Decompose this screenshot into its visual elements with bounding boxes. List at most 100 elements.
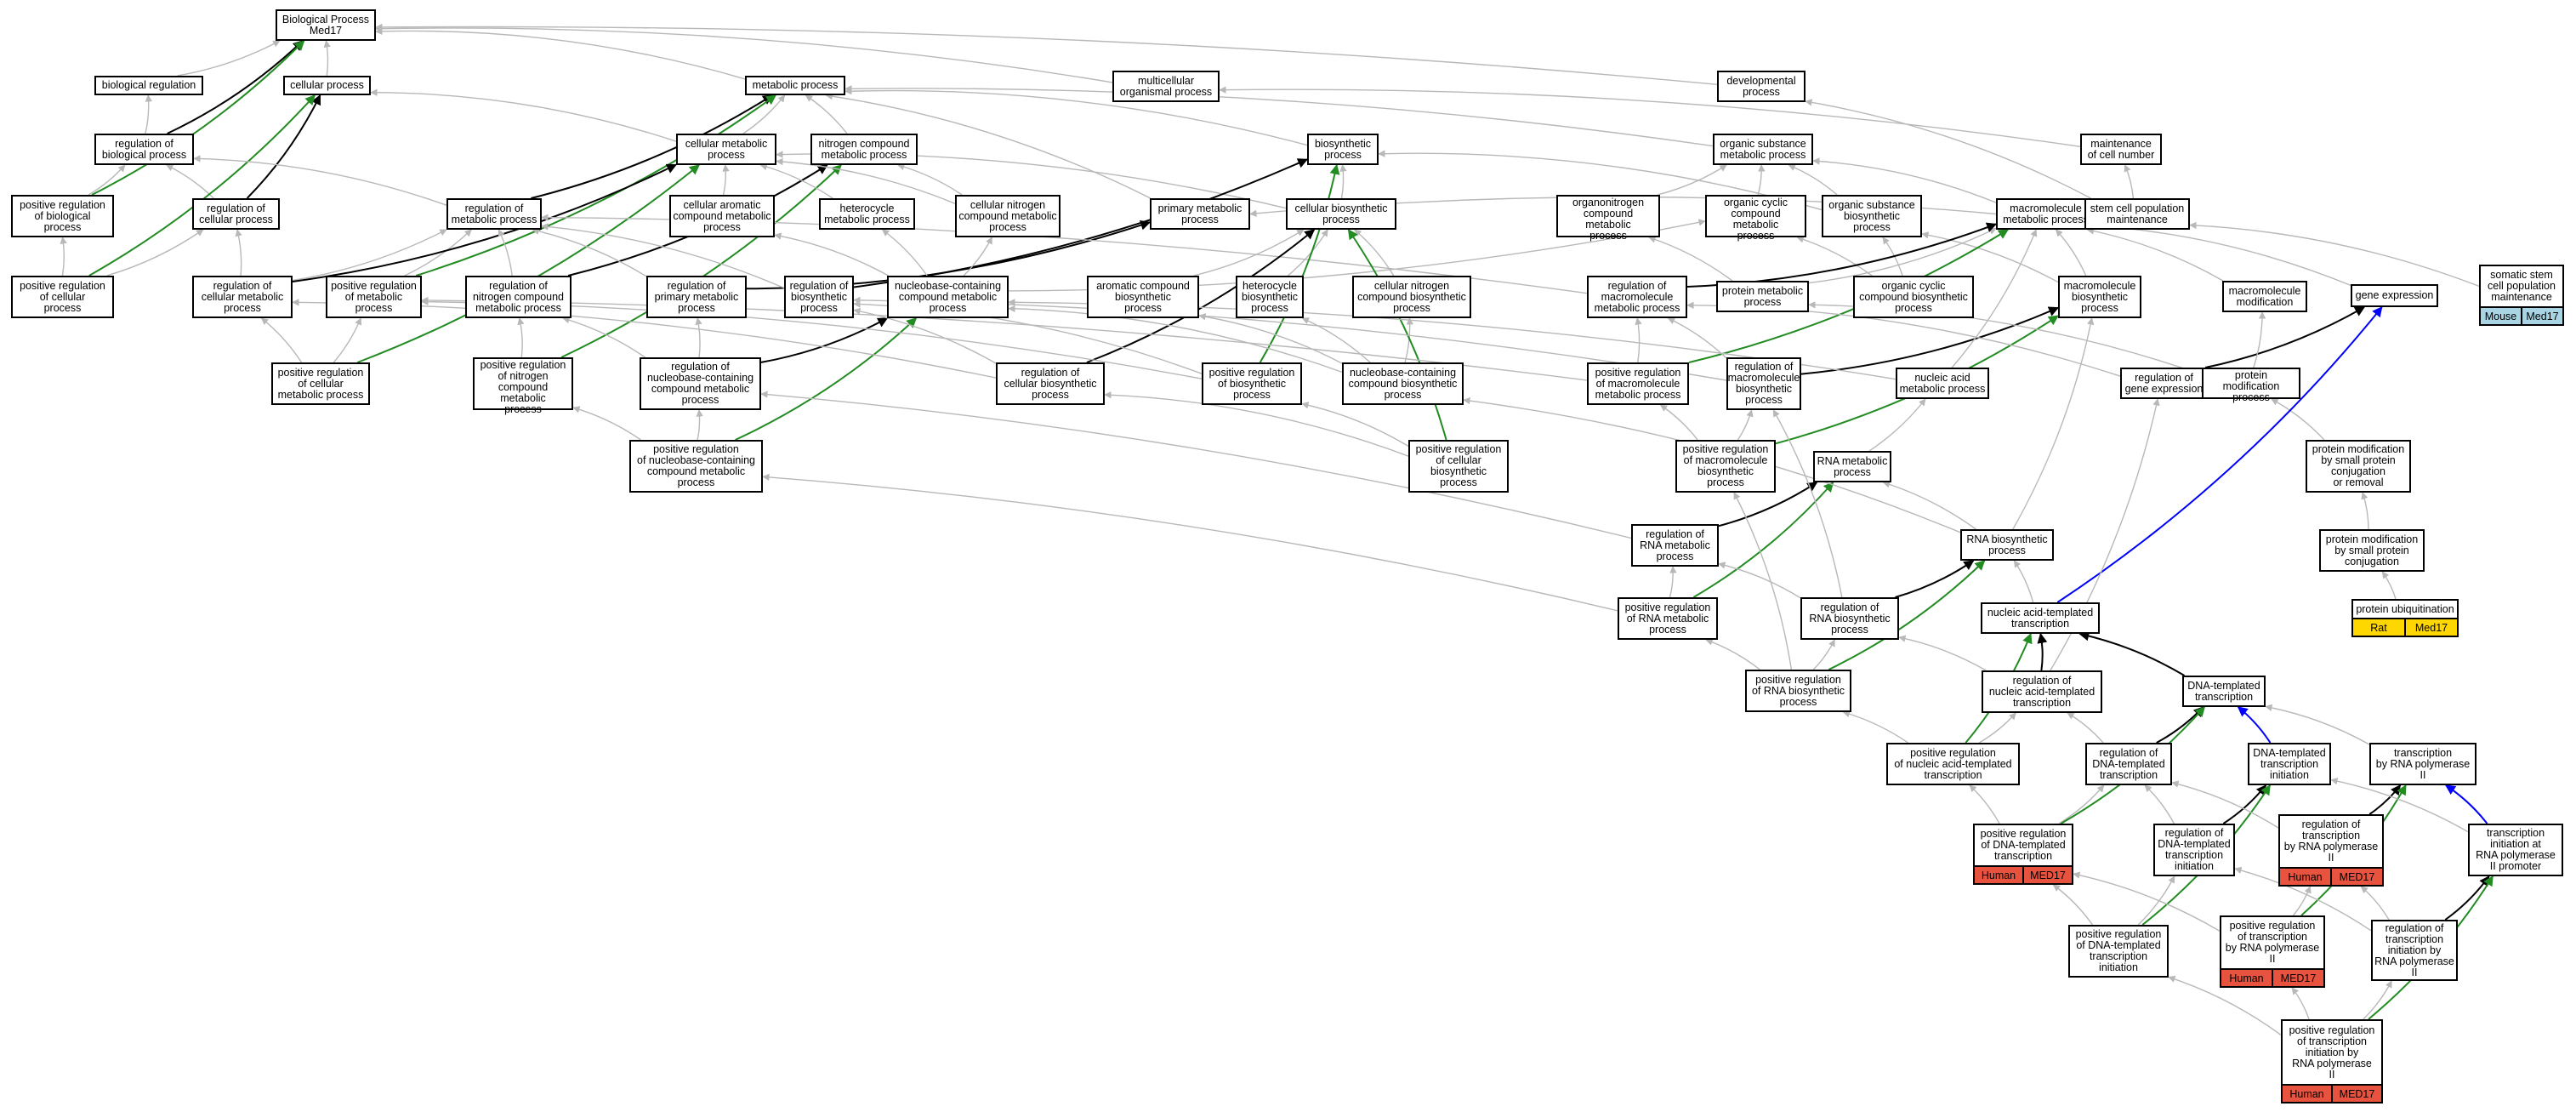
go-term-posregcell[interactable]: positive regulation of cellular process (11, 276, 114, 318)
go-term-posregncbcm[interactable]: positive regulation of nucleobase-contai… (629, 440, 763, 493)
go-term-dnat[interactable]: DNA-templated transcription (2182, 676, 2266, 707)
go-term-regrnabio[interactable]: regulation of RNA biosynthetic process (1800, 597, 1899, 640)
go-term-cacm[interactable]: cellular aromatic compound metabolic pro… (669, 195, 775, 237)
go-term-regmet[interactable]: regulation of metabolic process (446, 198, 542, 230)
edge-posregcellmet-to-regcellmet (260, 317, 303, 363)
go-term-regbio[interactable]: regulation of biological process (94, 134, 194, 165)
go-term-ncbcm[interactable]: nucleobase-containing compound metabolic… (887, 276, 1009, 318)
go-term-occb[interactable]: organic cyclic compound biosynthetic pro… (1853, 276, 1974, 318)
go-term-label: organic cyclic compound metabolic proces… (1723, 197, 1788, 242)
go-term-regbiosyn[interactable]: regulation of biosynthetic process (784, 276, 854, 318)
go-term-label: transcription initiation at RNA polymera… (2476, 827, 2556, 872)
go-term-posregcellmet[interactable]: positive regulation of cellular metaboli… (271, 362, 370, 405)
go-term-ncm[interactable]: nitrogen compound metabolic process (810, 134, 918, 165)
go-term-macbio[interactable]: macromolecule biosynthetic process (2058, 276, 2141, 318)
edge-maint-to-multi (1219, 86, 2081, 147)
edge-ubiq-to-pmspc (2381, 571, 2397, 600)
go-term-protmod[interactable]: protein modification process (2202, 368, 2300, 403)
go-term-label: positive regulation of macromolecule bio… (1682, 443, 1769, 488)
go-term-pmspc[interactable]: protein modification by small protein co… (2319, 529, 2425, 572)
go-term-hetmet[interactable]: heterocycle metabolic process (819, 198, 915, 230)
go-term-ncbcb[interactable]: nucleobase-containing compound biosynthe… (1342, 362, 1464, 405)
go-term-regtrnap[interactable]: regulation of transcription by RNA polym… (2278, 814, 2384, 887)
go-term-regnat[interactable]: regulation of nucleic acid-templated tra… (1982, 670, 2102, 713)
go-term-onm[interactable]: organonitrogen compound metabolic proces… (1556, 195, 1660, 242)
go-term-macmod[interactable]: macromolecule modification (2222, 281, 2307, 312)
go-term-cellbio[interactable]: cellular biosynthetic process (1286, 198, 1396, 230)
go-term-osb[interactable]: organic substance biosynthetic process (1822, 195, 1922, 237)
go-term-regcellbio[interactable]: regulation of cellular biosynthetic proc… (996, 362, 1105, 405)
go-term-posregbio[interactable]: positive regulation of biological proces… (11, 195, 114, 237)
go-term-root[interactable]: Biological Process Med17 (276, 9, 376, 41)
go-term-regdnati[interactable]: regulation of DNA-templated transcriptio… (2153, 824, 2235, 876)
go-term-protmet[interactable]: protein metabolic process (1716, 281, 1809, 312)
go-term-regncm[interactable]: regulation of nitrogen compound metaboli… (465, 276, 571, 318)
edge-cacm-to-cellmet (722, 164, 730, 196)
go-term-maint[interactable]: maintenance of cell number (2080, 134, 2162, 165)
go-term-cncm[interactable]: cellular nitrogen compound metabolic pro… (955, 195, 1061, 237)
go-term-nucacid[interactable]: nucleic acid metabolic process (1896, 368, 1989, 399)
go-term-rnabio[interactable]: RNA biosynthetic process (1960, 529, 2054, 561)
go-term-posregtrnap[interactable]: positive regulation of transcription by … (2220, 915, 2325, 988)
go-term-posregmacbio[interactable]: positive regulation of macromolecule bio… (1675, 440, 1776, 493)
go-term-label: transcription by RNA polymerase II (2375, 746, 2471, 781)
go-term-osm[interactable]: organic substance metabolic process (1713, 134, 1813, 165)
go-term-label: regulation of primary metabolic process (654, 279, 739, 314)
go-term-posregmacmet[interactable]: positive regulation of macromolecule met… (1587, 362, 1689, 405)
edge-regncbcm-to-regncm (562, 316, 645, 358)
go-term-rnamet[interactable]: RNA metabolic process (1813, 451, 1891, 482)
go-term-regmacmet[interactable]: regulation of macromolecule metabolic pr… (1587, 276, 1687, 318)
go-term-pmsp[interactable]: protein modification by small protein co… (2306, 440, 2411, 493)
edge-metab-to-root (375, 27, 746, 80)
go-term-primmet[interactable]: primary metabolic process (1150, 198, 1250, 230)
go-term-posregtinit[interactable]: positive regulation of transcription ini… (2281, 1019, 2383, 1103)
go-term-regprim[interactable]: regulation of primary metabolic process (646, 276, 747, 318)
go-term-cellmet[interactable]: cellular metabolic process (676, 134, 776, 165)
go-term-metab[interactable]: metabolic process (745, 76, 845, 95)
go-term-regrnamet[interactable]: regulation of RNA metabolic process (1631, 524, 1719, 567)
edge-cellbio-to-biosyn (1339, 164, 1347, 199)
go-term-regncbcm[interactable]: regulation of nucleobase-containing comp… (640, 357, 761, 410)
go-term-label: cellular biosynthetic process (1294, 202, 1388, 225)
go-term-reggene[interactable]: regulation of gene expression (2120, 368, 2208, 399)
go-term-cellproc[interactable]: cellular process (283, 76, 371, 95)
go-term-multi[interactable]: multicellular organismal process (1112, 71, 1220, 102)
edge-posregtrnap-to-regtrnap (2293, 886, 2312, 916)
go-term-cncb[interactable]: cellular nitrogen compound biosynthetic … (1352, 276, 1471, 318)
go-term-regtinit[interactable]: regulation of transcription initiation b… (2371, 920, 2458, 981)
go-term-mmp[interactable]: macromolecule metabolic process (1996, 198, 2095, 230)
go-term-posregncm[interactable]: positive regulation of nitrogen compound… (473, 357, 573, 415)
go-term-posregnat[interactable]: positive regulation of nucleic acid-temp… (1886, 743, 2020, 785)
go-term-nat[interactable]: nucleic acid-templated transcription (1981, 602, 2100, 634)
go-term-posregmet[interactable]: positive regulation of metabolic process (326, 276, 422, 318)
edge-regcell-to-cellproc (246, 94, 321, 199)
go-term-label: primary metabolic process (1157, 202, 1243, 225)
go-term-regcell[interactable]: regulation of cellular process (192, 198, 280, 230)
go-term-regmacbio[interactable]: regulation of macromolecule biosynthetic… (1726, 357, 1801, 410)
go-term-occm[interactable]: organic cyclic compound metabolic proces… (1705, 195, 1806, 242)
edge-regcellmet-to-cellmet (292, 163, 678, 282)
go-term-label: nucleobase-containing compound biosynthe… (1348, 366, 1458, 401)
go-term-tinit[interactable]: transcription initiation at RNA polymera… (2468, 824, 2563, 876)
go-term-scpm[interactable]: stem cell population maintenance (2084, 198, 2190, 230)
go-term-posregrnabio[interactable]: positive regulation of RNA biosynthetic … (1745, 670, 1851, 712)
go-term-regcellmet[interactable]: regulation of cellular metabolic process (192, 276, 293, 318)
go-term-geneexp[interactable]: gene expression (2351, 284, 2438, 307)
go-term-posregdnati[interactable]: positive regulation of DNA-templated tra… (2068, 925, 2169, 978)
go-term-acb[interactable]: aromatic compound biosynthetic process (1087, 276, 1199, 318)
go-term-biosyn[interactable]: biosynthetic process (1307, 134, 1379, 165)
go-term-dnati[interactable]: DNA-templated transcription initiation (2248, 743, 2331, 785)
go-term-label: biosynthetic process (1314, 137, 1371, 161)
go-term-hetbio[interactable]: heterocycle biosynthetic process (1236, 276, 1304, 318)
go-term-regdnat[interactable]: regulation of DNA-templated transcriptio… (2085, 743, 2172, 785)
go-term-devel[interactable]: developmental process (1717, 71, 1805, 102)
go-term-scm[interactable]: somatic stem cell population maintenance… (2479, 265, 2564, 326)
go-term-posregrnamet[interactable]: positive regulation of RNA metabolic pro… (1618, 597, 1718, 640)
go-term-posregdnat[interactable]: positive regulation of DNA-templated tra… (1973, 824, 2073, 885)
go-term-posregcellbio[interactable]: positive regulation of cellular biosynth… (1408, 440, 1509, 493)
go-term-trnap[interactable]: transcription by RNA polymerase II (2369, 743, 2476, 785)
go-term-posregbiosyn[interactable]: positive regulation of biosynthetic proc… (1202, 362, 1302, 405)
go-term-bioreg[interactable]: biological regulation (94, 76, 203, 95)
organism-label: Rat (2370, 621, 2387, 634)
